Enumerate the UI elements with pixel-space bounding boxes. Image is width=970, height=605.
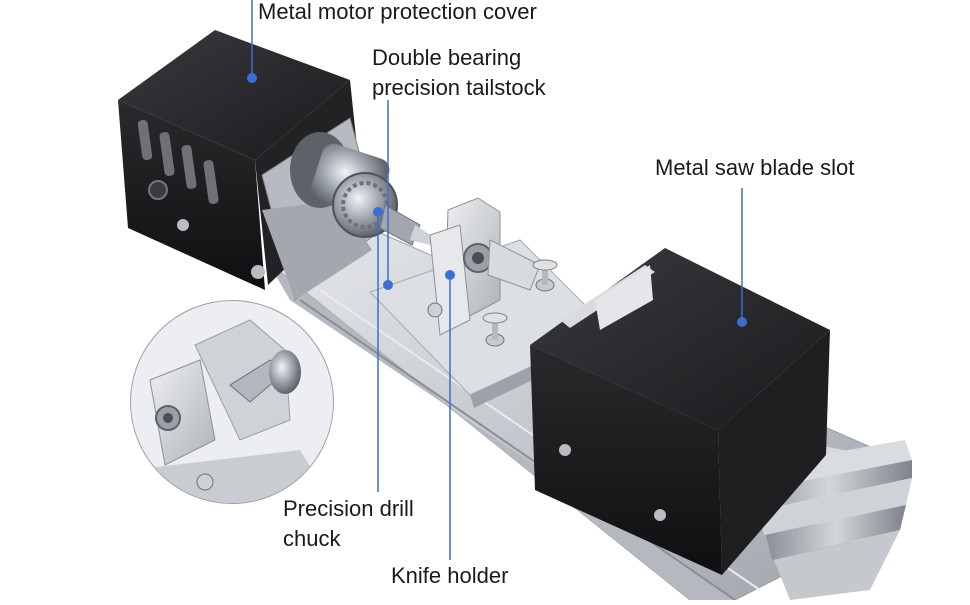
label-motor-cover: Metal motor protection cover	[258, 0, 537, 24]
label-tailstock-line2: precision tailstock	[372, 75, 546, 100]
label-drill-chuck-line2: chuck	[283, 526, 341, 551]
label-saw-slot: Metal saw blade slot	[655, 155, 855, 180]
callout-dot-knife-holder	[445, 270, 455, 280]
callout-dot-saw-slot	[737, 317, 747, 327]
callout-lines	[247, 0, 747, 560]
label-knife-holder: Knife holder	[391, 563, 509, 588]
callout-dot-motor-cover	[247, 73, 257, 83]
label-tailstock-line1: Double bearing	[372, 45, 522, 70]
callout-dot-tailstock	[383, 280, 393, 290]
drill-chuck	[290, 132, 435, 246]
label-drill-chuck-line1: Precision drill	[283, 496, 414, 521]
label-drill-chuck: Precision drill chuck	[283, 494, 414, 554]
wing-bolts	[427, 259, 558, 347]
saw-blade-box	[530, 248, 830, 575]
callout-dot-drill-chuck	[373, 207, 383, 217]
label-tailstock: Double bearing precision tailstock	[372, 43, 546, 103]
detail-inset	[130, 300, 334, 504]
